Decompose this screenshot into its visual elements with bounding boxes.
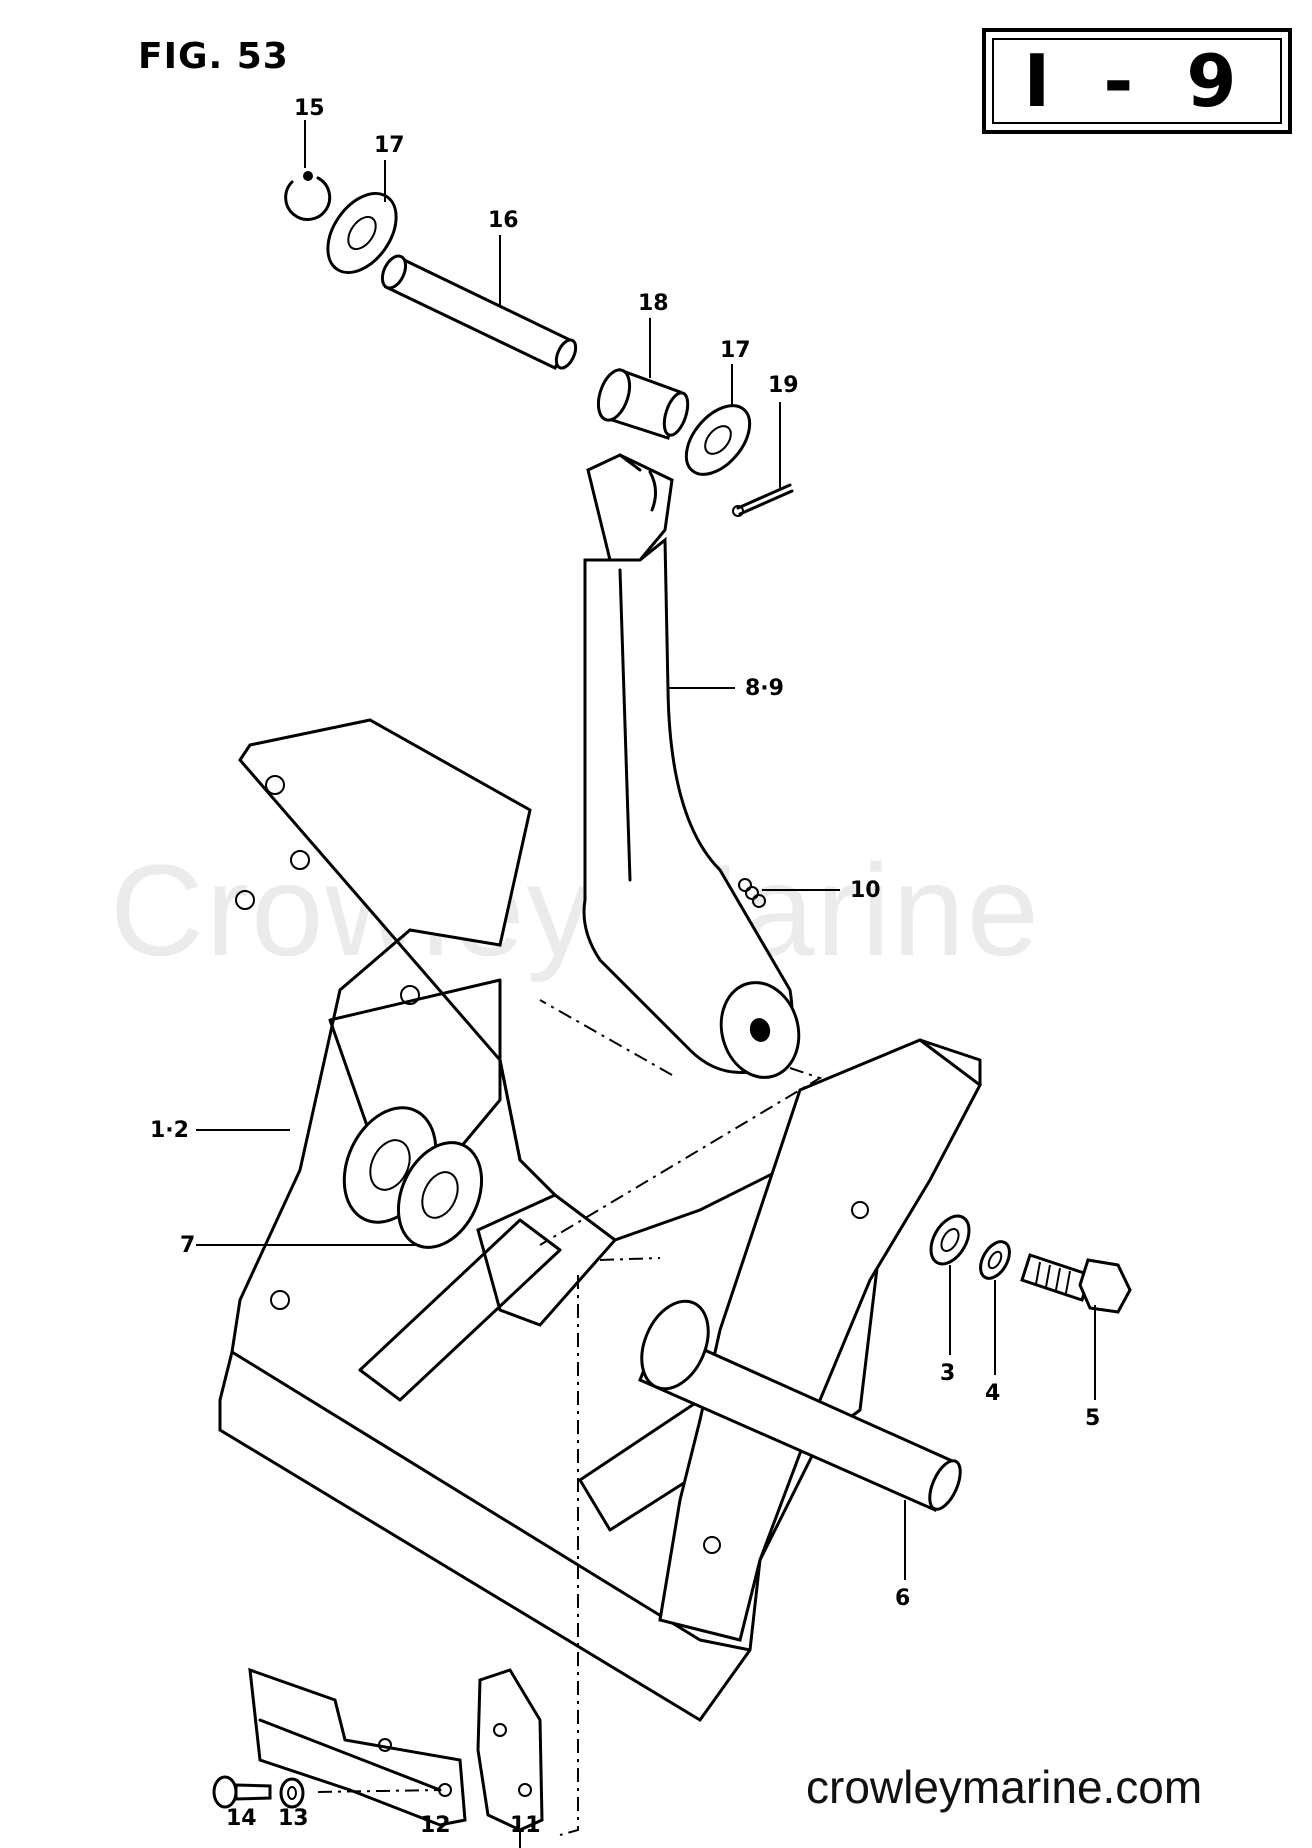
part-10-grease-nipple <box>738 878 766 908</box>
part-3-washer <box>929 1214 971 1266</box>
part-label-10: 10 <box>850 878 881 903</box>
part-label-6: 6 <box>895 1586 911 1611</box>
part-label-5: 5 <box>1085 1406 1101 1431</box>
assembly-lines <box>317 999 823 1836</box>
part-label-11: 11 <box>510 1813 541 1838</box>
stern-bracket-right <box>658 1038 982 1642</box>
part-label-8-9: 8·9 <box>745 676 784 701</box>
part-19-cotter-pin <box>732 483 794 517</box>
part-label-18: 18 <box>638 291 669 316</box>
part-13-washer <box>279 1777 305 1809</box>
part-17-washer-lower <box>684 404 752 476</box>
page-code-box: I - 9 <box>982 28 1292 134</box>
watermark: Crowley Marine <box>110 837 1042 983</box>
figure-title: FIG. 53 <box>138 36 289 77</box>
part-11-plate <box>476 1668 544 1832</box>
part-label-17-upper: 17 <box>374 133 405 158</box>
part-4-lock-washer <box>979 1240 1011 1280</box>
part-16-pin <box>380 254 578 370</box>
part-5-bolt <box>1020 1253 1132 1314</box>
page-code: I - 9 <box>1023 39 1251 123</box>
part-15-snap-ring <box>284 171 332 221</box>
part-7-bushings <box>342 1106 484 1249</box>
part-label-4: 4 <box>985 1381 1001 1406</box>
part-18-bushing <box>596 368 690 440</box>
part-14-bolt <box>212 1775 272 1809</box>
part-label-13: 13 <box>278 1806 309 1831</box>
part-label-14: 14 <box>226 1806 257 1831</box>
part-label-17-lower: 17 <box>720 338 751 363</box>
part-label-12: 12 <box>420 1813 451 1838</box>
part-12-stopper <box>248 1667 467 1827</box>
part-label-3: 3 <box>940 1361 956 1386</box>
part-label-1-2: 1·2 <box>150 1118 189 1143</box>
leader-lines <box>196 120 1096 1848</box>
part-6-tilt-tube <box>638 1299 962 1513</box>
part-label-16: 16 <box>488 208 519 233</box>
part-label-7: 7 <box>180 1233 196 1258</box>
part-label-19: 19 <box>768 373 799 398</box>
part-8-9-swivel-arm <box>582 453 801 1079</box>
site-url: crowleymarine.com <box>806 1761 1203 1813</box>
part-label-15: 15 <box>294 96 325 121</box>
part-17-washer-upper <box>326 192 398 274</box>
